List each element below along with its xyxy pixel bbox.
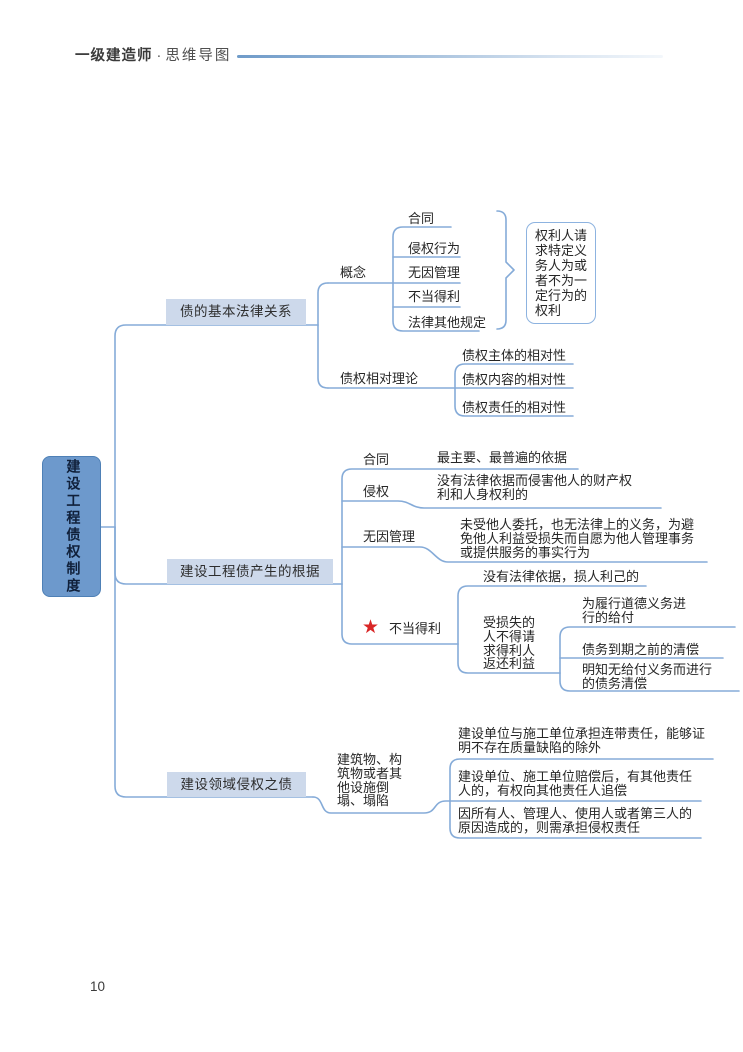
concept-item-other-law: 法律其他规定 (408, 315, 487, 330)
basis-negotiorum-label: 无因管理 (363, 529, 416, 544)
concept-label: 概念 (340, 265, 367, 280)
header-rule (237, 55, 663, 58)
star-icon: ★ (362, 616, 380, 638)
relativity-label: 债权相对理论 (340, 371, 419, 386)
collapse-label: 建筑物、构 筑物或者其 他设施倒 塌、塌陷 (337, 752, 403, 809)
exception-case-moral-duty: 为履行道德义务进 行的给付 (582, 596, 687, 625)
relativity-item-content: 债权内容的相对性 (462, 372, 567, 387)
header-brand: 一级建造师 (75, 48, 153, 64)
basis-contract-desc: 最主要、最普遍的依据 (437, 450, 568, 465)
branch-basic-legal-relation: 债的基本法律关系 (166, 299, 306, 325)
relativity-item-subject: 债权主体的相对性 (462, 348, 567, 363)
header-separator: · (156, 48, 162, 64)
basis-negotiorum-desc: 未受他人委托，也无法律上的义务，为避 免他人利益受损失而自愿为他人管理事务 或提… (460, 517, 695, 560)
basis-tort-label: 侵权 (363, 484, 390, 499)
concept-item-negotiorum: 无因管理 (408, 265, 461, 280)
basis-tort-desc: 没有法律依据而侵害他人的财产权 利和人身权利的 (437, 473, 633, 502)
collapse-rule-recourse: 建设单位、施工单位赔偿后，有其他责任 人的，有权向其他责任人追偿 (458, 769, 693, 798)
concept-definition-box: 权利人请 求特定义 务人为或 者不为一 定行为的 权利 (526, 222, 597, 324)
concept-item-unjust: 不当得利 (408, 289, 461, 304)
branch-debt-basis: 建设工程债产生的根据 (167, 559, 333, 584)
branch-construction-tort: 建设领域侵权之债 (167, 772, 306, 797)
collapse-rule-joint-liability: 建设单位与施工单位承担连带责任，能够证 明不存在质量缺陷的除外 (458, 726, 706, 755)
brace-icon (496, 210, 515, 330)
relativity-item-liability: 债权责任的相对性 (462, 400, 567, 415)
exception-case-early-repayment: 债务到期之前的清偿 (582, 642, 700, 657)
header-subtitle: 思维导图 (165, 48, 232, 64)
basis-unjust-label: 不当得利 (389, 621, 442, 636)
basis-unjust-desc: 没有法律依据，损人利己的 (483, 569, 640, 584)
collapse-rule-third-party: 因所有人、管理人、使用人或者第三人的 原因造成的，则需承担侵权责任 (458, 806, 693, 835)
page-number: 10 (90, 979, 106, 994)
unjust-exception-label: 受损失的 人不得请 求得利人 返还利益 (483, 615, 536, 672)
root-node: 建设工程债权制度 (42, 456, 101, 597)
concept-item-contract: 合同 (408, 211, 435, 226)
basis-contract-label: 合同 (363, 452, 390, 467)
exception-case-known-no-duty: 明知无给付义务而进行 的债务清偿 (582, 662, 713, 691)
page-header: 一级建造师·思维导图 (75, 44, 231, 65)
concept-item-tort: 侵权行为 (408, 241, 461, 256)
